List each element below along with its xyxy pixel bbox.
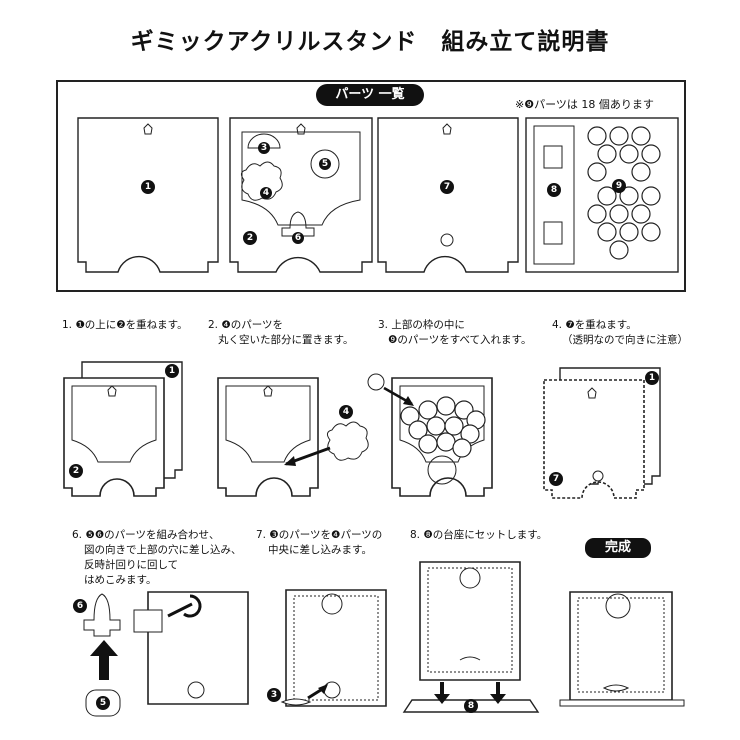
parts-list-frame	[56, 80, 686, 292]
part-8-number: 8	[547, 183, 561, 197]
svg-text:6: 6	[295, 233, 301, 243]
part-3-number: 3	[258, 142, 270, 154]
step-6-number-6: 6	[73, 599, 87, 613]
svg-text:7: 7	[444, 182, 450, 192]
step-4-line-2: （透明なので向きに注意）	[562, 334, 688, 346]
step-2-number-4: 4	[339, 405, 353, 419]
complete-label: 完成	[585, 538, 651, 558]
parts-list-label: パーツ 一覧	[316, 84, 424, 106]
step-2-line-2: 丸く空いた部分に置きます。	[218, 334, 354, 346]
step-4-illustration	[543, 367, 661, 499]
step-7-text: 7. ❸のパーツを❹パーツの 中央に差し込みます。	[256, 528, 382, 558]
step-1-illustration	[63, 361, 183, 497]
step-7-line-2: 中央に差し込みます。	[268, 544, 372, 556]
step-6-line-2: 図の向きで上部の穴に差し込み、	[84, 544, 242, 556]
step-6-line-3: 反時計回りに回して	[84, 559, 179, 571]
step-8-text: 8. ❽の台座にセットします。	[410, 528, 547, 543]
parts-count-note: ※❾パーツは 18 個あります	[515, 98, 654, 111]
step-6-text: 6. ❺❻のパーツを組み合わせ、 図の向きで上部の穴に差し込み、 反時計回りに回…	[72, 528, 242, 588]
complete-illustration	[559, 591, 685, 707]
part-1-panel	[77, 117, 219, 273]
part-6-number: 6	[292, 232, 304, 244]
svg-text:2: 2	[73, 466, 79, 476]
svg-text:5: 5	[322, 159, 328, 169]
step-2-illustration	[217, 377, 369, 497]
page-title: ギミックアクリルスタンド 組み立て説明書	[130, 29, 610, 55]
step-3-line-2: ❾のパーツをすべて入れます。	[388, 334, 532, 346]
svg-text:9: 9	[616, 181, 622, 191]
step-1-number-2: 2	[69, 464, 83, 478]
part-4-number: 4	[260, 187, 272, 199]
step-3-text: 3. 上部の枠の中に ❾のパーツをすべて入れます。	[378, 318, 532, 348]
svg-text:1: 1	[649, 373, 655, 383]
step-8-line-1: 8. ❽の台座にセットします。	[410, 529, 548, 541]
part-1-number: 1	[141, 180, 155, 194]
step-7-line-1: 7. ❸のパーツを❹パーツの	[256, 529, 383, 541]
step-4-number-7: 7	[549, 472, 563, 486]
step-1-number-1: 1	[165, 364, 179, 378]
step-3-illustration	[367, 373, 493, 497]
step-1-line-1: 1. ❶の上に❷を重ねます。	[62, 319, 188, 331]
part-5-number: 5	[319, 158, 331, 170]
svg-text:8: 8	[551, 185, 557, 195]
svg-text:3: 3	[261, 143, 267, 153]
step-8-illustration	[402, 561, 540, 713]
part-7-number: 7	[440, 180, 454, 194]
step-7-illustration	[280, 589, 387, 707]
svg-text:2: 2	[247, 233, 253, 243]
step-2-line-1: 2. ❹のパーツを	[208, 319, 284, 331]
step-4-number-1: 1	[645, 371, 659, 385]
svg-text:1: 1	[145, 182, 151, 192]
step-6-line-4: はめこみます。	[84, 574, 157, 586]
step-4-line-1: 4. ❼を重ねます。	[552, 319, 637, 331]
svg-text:4: 4	[263, 188, 269, 198]
part-8-9-sheet	[525, 117, 679, 273]
svg-text:3: 3	[271, 690, 277, 700]
step-6-illustration	[83, 591, 249, 717]
svg-text:5: 5	[100, 698, 106, 708]
step-1-text: 1. ❶の上に❷を重ねます。	[62, 318, 188, 333]
step-6-line-1: 6. ❺❻のパーツを組み合わせ、	[72, 529, 220, 541]
part-2-number: 2	[243, 231, 257, 245]
svg-text:6: 6	[77, 601, 83, 611]
part-2-panel	[229, 117, 373, 273]
svg-text:1: 1	[169, 366, 175, 376]
step-3-line-1: 3. 上部の枠の中に	[378, 319, 465, 331]
step-8-number-8: 8	[464, 699, 478, 713]
svg-text:8: 8	[468, 701, 474, 711]
step-4-text: 4. ❼を重ねます。 （透明なので向きに注意）	[552, 318, 688, 348]
svg-text:7: 7	[553, 474, 559, 484]
part-7-panel	[377, 117, 519, 273]
svg-text:4: 4	[343, 407, 349, 417]
step-2-text: 2. ❹のパーツを 丸く空いた部分に置きます。	[208, 318, 353, 348]
step-6-number-5: 5	[96, 696, 110, 710]
step-7-number-3: 3	[267, 688, 281, 702]
part-9-number: 9	[612, 179, 626, 193]
